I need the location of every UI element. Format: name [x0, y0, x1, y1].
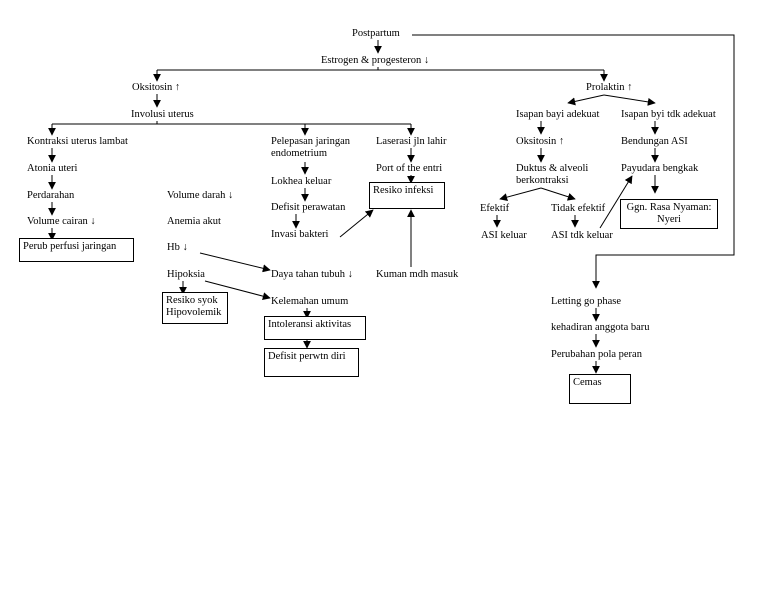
node-perubahan: Perubahan pola peran [551, 349, 642, 361]
arrow-postpartum-letting-go [412, 34, 735, 289]
node-atonia: Atonia uteri [27, 163, 78, 175]
node-prolaktin: Prolaktin ↑ [586, 82, 633, 94]
node-bendungan: Bendungan ASI [621, 136, 688, 148]
node-tidak-efektif: Tidak efektif [551, 203, 606, 215]
node-perdarahan: Perdarahan [27, 190, 75, 202]
node-kuman: Kuman mdh masuk [376, 269, 459, 281]
node-kehadiran: kehadiran anggota baru [551, 322, 650, 334]
node-letting-go: Letting go phase [551, 296, 621, 308]
node-estrogen: Estrogen & progesteron ↓ [321, 55, 430, 67]
arrow-duktus-efektif [499, 187, 542, 201]
arrow-prolaktin-tdk [603, 94, 656, 106]
node-asi-tdk-keluar: ASI tdk keluar [551, 230, 613, 242]
arrow-invasi-resiko-infeksi [339, 209, 374, 238]
node-kelemahan: Kelemahan umum [271, 296, 349, 308]
node-asi-keluar: ASI keluar [481, 230, 527, 242]
node-kontraksi: Kontraksi uterus lambat [27, 136, 128, 148]
node-perub-perfusi: Perub perfusi jaringan [19, 238, 134, 262]
node-pelepasan-2: endometrium [271, 148, 327, 160]
node-intoleransi: Intoleransi aktivitas [264, 316, 366, 340]
node-hipoksia: Hipoksia [167, 269, 205, 281]
node-resiko-syok: Resiko syok Hipovolemik [162, 292, 228, 324]
node-isapan-tdk: Isapan byi tdk adekuat [621, 109, 716, 121]
node-invasi: Invasi bakteri [271, 229, 329, 241]
node-duktus-2: berkontraksi [516, 175, 569, 187]
node-volume-cairan: Volume cairan ↓ [27, 216, 96, 228]
arrow-asitdk-payudara [599, 175, 633, 229]
node-port: Port of the entri [376, 163, 443, 175]
node-ggn-rasa-nyaman: Ggn. Rasa Nyaman: Nyeri [620, 199, 718, 229]
node-postpartum: Postpartum [352, 28, 400, 40]
arrow-prolaktin-adekuat [567, 94, 605, 106]
node-lokhea: Lokhea keluar [271, 176, 332, 188]
node-laserasi: Laserasi jln lahir [376, 136, 447, 148]
arrow-duktus-tidak [540, 187, 576, 201]
node-daya-tahan: Daya tahan tubuh ↓ [271, 269, 353, 281]
node-resiko-infeksi: Resiko infeksi [369, 182, 445, 209]
node-oksitosin: Oksitosin ↑ [132, 82, 181, 94]
node-cemas: Cemas [569, 374, 631, 404]
node-duktus-1: Duktus & alveoli [516, 163, 589, 175]
node-anemia: Anemia akut [167, 216, 221, 228]
node-pelepasan-1: Pelepasan jaringan [271, 136, 351, 148]
node-defisit-perawatan: Defisit perawatan [271, 202, 346, 214]
node-volume-darah: Volume darah ↓ [167, 190, 234, 202]
arrow-hb-daya-tahan [199, 252, 271, 273]
node-hb: Hb ↓ [167, 242, 188, 254]
node-defisit-perwtn: Defisit perwtn diri [264, 348, 359, 377]
node-involusi: Involusi uterus [131, 109, 194, 121]
arrow-hipoksia-kelemahan [204, 280, 271, 301]
node-oksitosin-2: Oksitosin ↑ [516, 136, 565, 148]
node-efektif: Efektif [480, 203, 510, 215]
node-isapan-adekuat: Isapan bayi adekuat [516, 109, 600, 121]
node-payudara: Payudara bengkak [621, 163, 699, 175]
